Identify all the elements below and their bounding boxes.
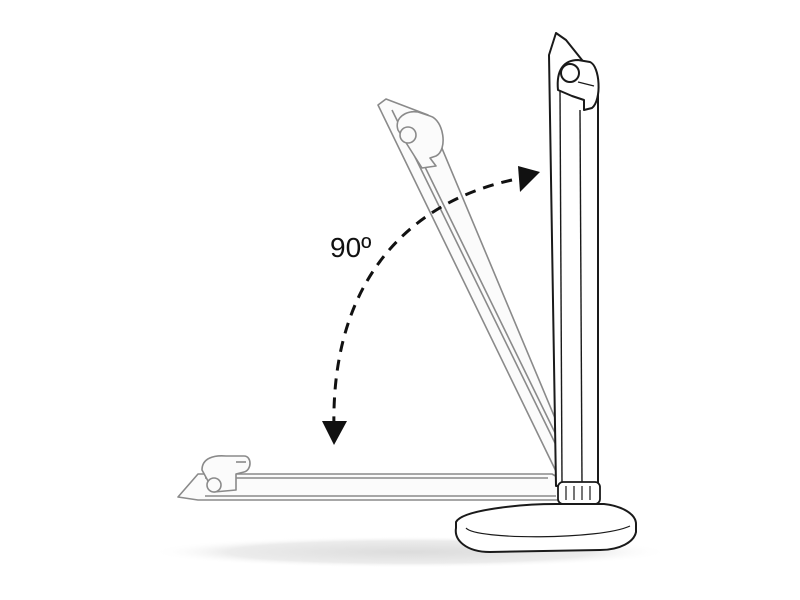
angle-label: 90º <box>330 232 371 263</box>
rotation-arc-path <box>332 178 513 431</box>
lamp-arm-tilted <box>377 98 587 497</box>
lamp-base <box>454 503 637 553</box>
lamp-arm-horizontal <box>177 455 576 501</box>
lamp-arm-upright <box>548 32 600 487</box>
rotation-arc <box>322 166 540 445</box>
lamp-pivot-joint <box>557 481 601 505</box>
tilted-hinge-icon <box>399 126 417 144</box>
upright-hinge-icon <box>560 63 580 83</box>
arrowhead-top-icon <box>518 166 540 192</box>
horizontal-hinge-icon <box>206 477 222 493</box>
arrowhead-bottom-icon <box>322 421 347 445</box>
